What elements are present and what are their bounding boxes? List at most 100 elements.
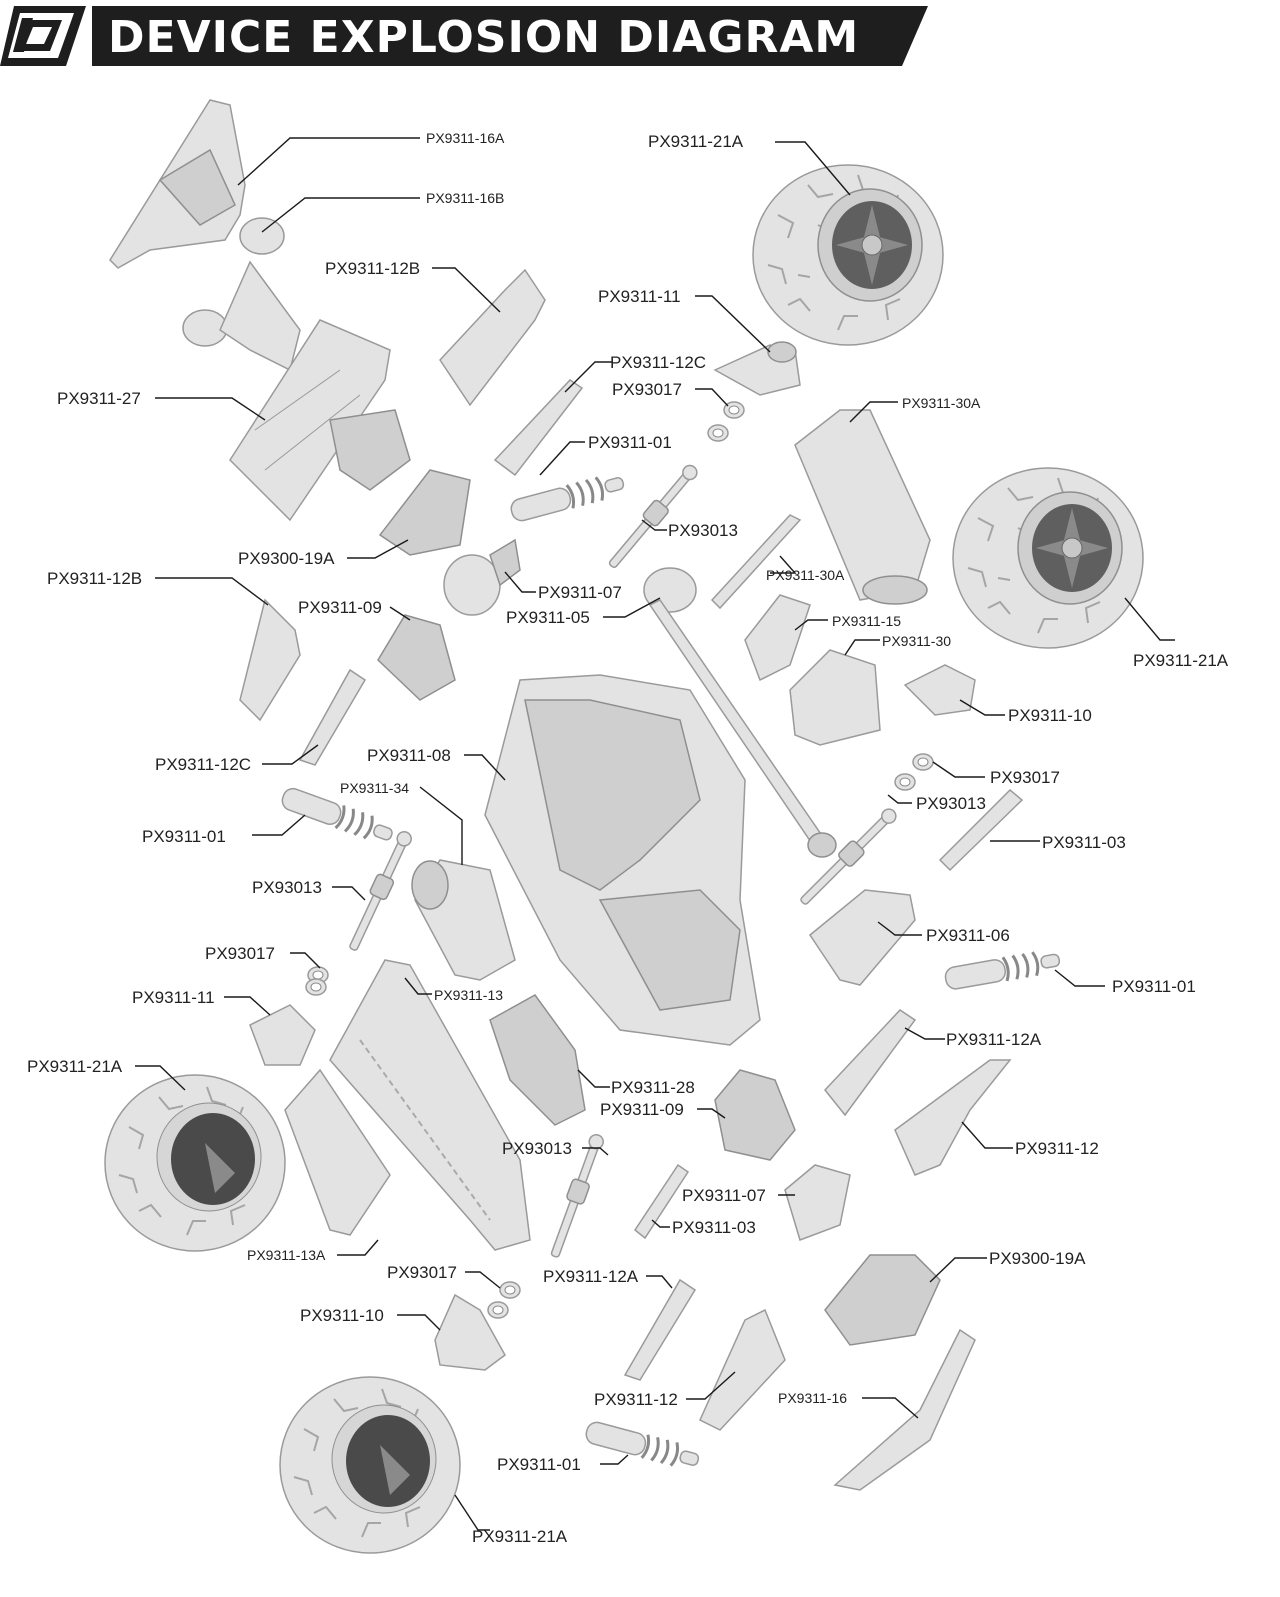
arm-12b-left-shape xyxy=(239,598,301,722)
label-px9311-21a-left: PX9311-21A xyxy=(27,1057,123,1076)
knuckle-11-left-shape xyxy=(249,1004,316,1066)
front-bumper-shape xyxy=(833,1328,976,1491)
label-px93017-bottom: PX93017 xyxy=(387,1263,457,1282)
label-px9300-19a-bottom: PX9300-19A xyxy=(989,1249,1086,1268)
label-px9311-06: PX9311-06 xyxy=(926,926,1010,945)
bushing-right-2 xyxy=(894,773,916,791)
bushing-bottom-1 xyxy=(499,1281,521,1299)
arm-12a-right-shape xyxy=(824,1009,917,1117)
bushing-bottom-2 xyxy=(487,1301,509,1319)
gearbox-09-left-shape xyxy=(377,614,456,701)
label-px9311-12a-right: PX9311-12A xyxy=(946,1030,1042,1049)
label-px9311-12c-top: PX9311-12C xyxy=(610,353,706,372)
label-px93013-left: PX93013 xyxy=(252,878,322,897)
knuckle-10-right-shape xyxy=(903,664,976,716)
label-px9311-16b: PX9311-16B xyxy=(426,190,504,206)
label-px9311-07-bottom: PX9311-07 xyxy=(682,1186,766,1205)
label-px9311-10-bottom: PX9311-10 xyxy=(300,1306,384,1325)
wheelie-bar-shape xyxy=(182,217,301,372)
label-px9311-11-top: PX9311-11 xyxy=(598,287,681,306)
label-px9311-12-right: PX9311-12 xyxy=(1015,1139,1099,1158)
servo-30-shape xyxy=(789,649,881,746)
diff-07-bottom-shape xyxy=(784,1164,851,1241)
label-px93013-top: PX93013 xyxy=(668,521,738,540)
label-px9311-08: PX9311-08 xyxy=(367,746,451,765)
shock-top xyxy=(507,469,628,526)
label-px9311-30: PX9311-30 xyxy=(882,633,951,649)
label-px9311-01-right: PX9311-01 xyxy=(1112,977,1196,996)
label-px9311-13: PX9311-13 xyxy=(434,987,503,1003)
d-shield-logo xyxy=(0,6,86,66)
label-px9311-27: PX9311-27 xyxy=(57,389,141,408)
label-px9311-12a-bottom: PX9311-12A xyxy=(543,1267,639,1286)
center-shaft-shape xyxy=(643,567,837,858)
label-px9311-10-right: PX9311-10 xyxy=(1008,706,1092,725)
link-03-bottom-shape xyxy=(633,1163,690,1240)
label-px9311-01-bottom: PX9311-01 xyxy=(497,1455,581,1474)
page-title: DEVICE EXPLOSION DIAGRAM xyxy=(108,12,860,63)
label-px9311-09-bottom: PX9311-09 xyxy=(600,1100,684,1119)
gearbox-09-bottom-shape xyxy=(714,1069,796,1161)
label-px9311-13a: PX9311-13A xyxy=(247,1247,326,1263)
skid-13a-shape xyxy=(284,1068,391,1236)
part-labels: PX9311-16A PX9311-16B PX9311-21A PX9311-… xyxy=(27,130,1229,1546)
arm-12-bottom-shape xyxy=(699,1308,786,1431)
label-px93013-bottom: PX93013 xyxy=(502,1139,572,1158)
label-px9311-16: PX9311-16 xyxy=(778,1390,847,1406)
bushing-left-2 xyxy=(305,978,327,996)
arm-12b-top-shape xyxy=(439,268,546,407)
label-px9311-01-left: PX9311-01 xyxy=(142,827,226,846)
label-px9311-15: PX9311-15 xyxy=(832,613,901,629)
knuckle-10-bottom-shape xyxy=(434,1293,506,1371)
leader-lines xyxy=(135,137,1175,1531)
motor-shape xyxy=(411,859,516,981)
bushing-top-2 xyxy=(707,424,729,442)
label-px93017-right: PX93017 xyxy=(990,768,1060,787)
bracket-30a-shape xyxy=(710,514,802,610)
knuckle-11-top-shape xyxy=(713,341,801,396)
label-px93017-left: PX93017 xyxy=(205,944,275,963)
battery-shape xyxy=(794,409,931,605)
label-px9311-09-left: PX9311-09 xyxy=(298,598,382,617)
label-px9311-07-top: PX9311-07 xyxy=(538,583,622,602)
label-px9311-28: PX9311-28 xyxy=(611,1078,695,1097)
label-px9311-12-bottom: PX9311-12 xyxy=(594,1390,678,1409)
header-bar: DEVICE EXPLOSION DIAGRAM xyxy=(0,0,930,72)
label-px9311-30a-mid: PX9311-30A xyxy=(766,567,845,583)
label-px9311-12b-top: PX9311-12B xyxy=(325,259,420,278)
label-px9311-21a-bottom: PX9311-21A xyxy=(472,1527,568,1546)
arm-12c-left-shape xyxy=(298,668,367,766)
rear-bumper-mount-shape xyxy=(109,99,246,269)
label-px9311-16a: PX9311-16A xyxy=(426,130,505,146)
chassis-shape xyxy=(484,674,761,1046)
label-px9311-12c-left: PX9311-12C xyxy=(155,755,251,774)
esc-box-28-shape xyxy=(489,994,586,1126)
diff-07-top-shape xyxy=(443,538,521,616)
link-03-right-shape xyxy=(938,788,1024,872)
rear-wing-shape xyxy=(229,319,411,522)
gearbox-19a-top-shape xyxy=(378,469,471,556)
label-px9311-05: PX9311-05 xyxy=(506,608,590,627)
label-px9311-21a-top: PX9311-21A xyxy=(648,132,744,151)
wheel-left-mid xyxy=(104,1074,286,1252)
carrier-06-shape xyxy=(808,889,916,986)
plate-15-shape xyxy=(744,594,811,682)
bushing-right-1 xyxy=(912,753,934,771)
label-px9311-12b-left: PX9311-12B xyxy=(47,569,142,588)
shock-right xyxy=(942,946,1063,993)
label-px93017-top: PX93017 xyxy=(612,380,682,399)
label-px9311-21a-right: PX9311-21A xyxy=(1133,651,1229,670)
label-px9300-19a-top: PX9300-19A xyxy=(238,549,335,568)
arm-12-right-shape xyxy=(894,1059,1012,1176)
gearbox-19a-bottom-shape xyxy=(824,1254,941,1346)
frame-13-shape xyxy=(329,959,531,1251)
wheel-bottom xyxy=(279,1376,461,1554)
wheel-right-mid xyxy=(952,467,1144,649)
label-px9311-01-top: PX9311-01 xyxy=(588,433,672,452)
label-px9311-03-bottom: PX9311-03 xyxy=(672,1218,756,1237)
label-px9311-11-left: PX9311-11 xyxy=(132,988,215,1007)
label-px9311-03-right: PX9311-03 xyxy=(1042,833,1126,852)
header-background xyxy=(0,6,928,66)
label-px93013-right: PX93013 xyxy=(916,794,986,813)
